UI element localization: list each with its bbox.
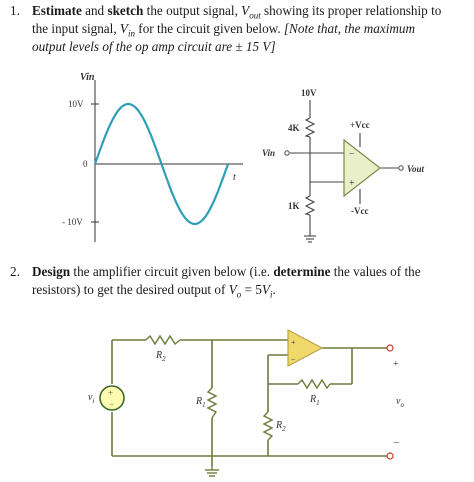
resistor-r2-top xyxy=(145,334,181,346)
output-terminal-top[interactable] xyxy=(386,344,394,352)
r1-feedback-label: R1 xyxy=(309,394,320,407)
r2-top-label: R2 xyxy=(155,350,166,363)
resistor-1k xyxy=(304,195,316,216)
graph-y-tick-bottom: - 10V xyxy=(62,217,83,227)
keyword-design: Design xyxy=(32,264,71,279)
resistor-r2-bottom xyxy=(262,411,274,441)
opamp-1 xyxy=(343,138,381,198)
vout-label: Vout xyxy=(407,164,425,174)
keyword-sketch: sketch xyxy=(107,3,144,18)
vo-label: vo xyxy=(396,396,404,409)
r2-bottom-label: R2 xyxy=(275,420,286,433)
opamp-1-plus: + xyxy=(349,178,355,189)
source-minus: − xyxy=(109,399,114,409)
question-1-line-1: Estimate and sketch the output signal, V… xyxy=(32,3,442,21)
graph-y-label: Vin xyxy=(80,72,95,83)
vin-terminal xyxy=(284,150,290,156)
resistor-4k xyxy=(304,117,316,138)
vin-label: Vin xyxy=(262,148,275,158)
graph-y-tick-top: 10V xyxy=(68,99,84,109)
vcc-pos-label: +Vcc xyxy=(350,120,370,130)
opamp-2-plus: + xyxy=(291,338,296,347)
opamp-2-minus: − xyxy=(291,355,296,364)
r-bottom-label: 1K xyxy=(288,201,300,211)
graph-y-tick-zero: 0 xyxy=(83,159,88,169)
question-1-line-2: the input signal, Vin for the circuit gi… xyxy=(32,21,416,39)
output-terminal-bottom[interactable] xyxy=(386,452,394,460)
output-minus-sign: – xyxy=(393,437,400,448)
sine-wave xyxy=(93,102,230,226)
r1-left-label: R1 xyxy=(195,396,206,409)
keyword-estimate: Estimate xyxy=(32,3,82,18)
opamp-1-minus: − xyxy=(349,149,355,160)
resistor-r1-left xyxy=(206,387,218,419)
circuit-2-wires xyxy=(111,339,390,466)
question-2-line-1: Design the amplifier circuit given below… xyxy=(32,264,421,279)
ground-2 xyxy=(205,466,219,477)
keyword-determine: determine xyxy=(273,264,331,279)
question-1-number: 1. xyxy=(10,3,20,18)
question-1-line-3: output levels of the op amp circuit are … xyxy=(32,39,276,54)
r-top-label: 4K xyxy=(288,123,300,133)
vcc-neg-label: -Vcc xyxy=(351,206,369,216)
circuit-1-wires xyxy=(290,100,398,236)
voltage-source xyxy=(99,385,125,411)
supply-label: 10V xyxy=(301,88,317,98)
vout-terminal xyxy=(398,165,404,171)
question-2-number: 2. xyxy=(10,264,20,279)
output-plus-sign: + xyxy=(393,359,399,370)
graph-x-label: t xyxy=(233,172,236,183)
resistor-r1-feedback xyxy=(297,378,331,390)
ground-1 xyxy=(304,235,316,243)
question-2-line-2: resistors) to get the desired output of … xyxy=(32,282,276,300)
source-plus: + xyxy=(108,388,113,398)
source-label: vi xyxy=(88,392,94,405)
opamp-2 xyxy=(287,329,324,367)
